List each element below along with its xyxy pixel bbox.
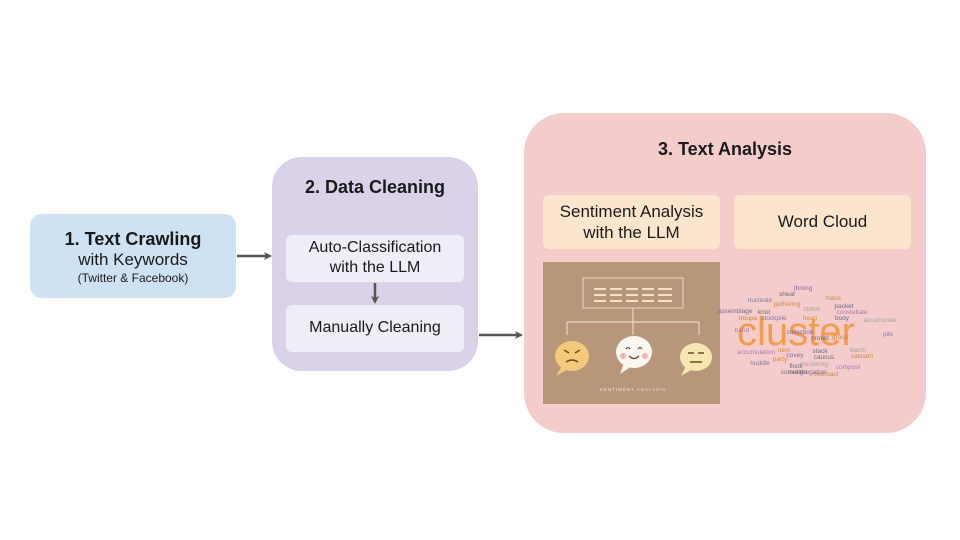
auto-classification-box: Auto-Classification with the LLM — [286, 235, 464, 282]
word-cloud-word: stack — [812, 348, 828, 355]
word-cloud-box: Word Cloud — [734, 195, 911, 249]
step1-subtitle: with Keywords — [78, 250, 188, 269]
word-cloud-word: caucus — [814, 354, 835, 361]
angry-face-icon — [555, 341, 589, 376]
neutral-face-icon — [680, 343, 712, 376]
word-cloud-word: batch — [850, 347, 866, 354]
step1-box: 1. Text Crawling with Keywords (Twitter … — [30, 214, 236, 298]
word-cloud-word: throng — [794, 285, 813, 292]
word-cloud-word: troupe — [739, 315, 758, 322]
word-cloud-word: gathering — [773, 301, 800, 308]
word-cloud-word: collection — [786, 329, 813, 336]
word-cloud-main-word: cluster — [737, 310, 855, 354]
sentiment-analysis-image: SENTIMENT ANALYSIS — [543, 262, 720, 404]
word-cloud-word: sheaf — [779, 291, 795, 298]
word-cloud-word: caisson — [851, 353, 873, 360]
sentiment-analysis-line2: with the LLM — [583, 223, 680, 242]
step3-title: 3. Text Analysis — [657, 139, 793, 159]
word-cloud-word: party — [773, 356, 788, 363]
word-cloud-word: flock — [789, 363, 803, 370]
word-cloud-word: nest — [778, 347, 790, 354]
word-cloud-word: cumulate — [781, 369, 808, 376]
step1-sources: (Twitter & Facebook) — [77, 271, 189, 285]
sentiment-analysis-line1: Sentiment Analysis — [559, 202, 704, 221]
word-cloud-word: clutch — [804, 306, 821, 313]
word-cloud-word: accumulation — [737, 349, 776, 356]
word-cloud-word: knot — [758, 309, 770, 316]
word-cloud-word: nucleate — [748, 297, 773, 304]
word-cloud-word: assemblage — [717, 308, 752, 315]
auto-classification-line2: with the LLM — [329, 259, 421, 276]
word-cloud-word: constellate — [836, 309, 867, 316]
word-cloud-word: overcast — [814, 371, 839, 378]
word-cloud-word: stockpile — [761, 315, 787, 322]
word-cloud-word: band — [735, 327, 750, 334]
word-cloud-label: Word Cloud — [777, 212, 868, 231]
word-cloud-word: accumulate — [863, 317, 897, 324]
word-cloud-word: covey — [787, 352, 805, 359]
word-cloud-word: mass — [825, 295, 841, 302]
word-cloud-word: compost — [836, 364, 861, 371]
manual-cleaning-label: Manually Cleaning — [309, 319, 441, 336]
sentiment-analysis-box: Sentiment Analysis with the LLM — [543, 195, 720, 249]
word-cloud-word: clustering — [800, 361, 828, 368]
word-cloud-word: heap — [803, 315, 818, 322]
word-cloud-word: crowd — [811, 335, 829, 342]
step1-title: 1. Text Crawling — [64, 229, 202, 249]
word-cloud-word: group — [832, 334, 849, 341]
sentiment-image-caption: SENTIMENT ANALYSIS — [600, 387, 667, 392]
word-cloud-word: huddle — [750, 360, 770, 367]
step2-box: 2. Data Cleaning Auto-Classification wit… — [272, 157, 478, 371]
manual-cleaning-box: Manually Cleaning — [286, 305, 464, 352]
word-cloud-word: body — [835, 315, 850, 322]
step2-title: 2. Data Cleaning — [304, 177, 446, 197]
word-cloud-word: packet — [834, 303, 853, 310]
happy-face-icon — [616, 336, 652, 374]
word-cloud-word: congregation — [789, 369, 827, 376]
word-cloud-word: pile — [883, 331, 894, 338]
auto-classification-line1: Auto-Classification — [308, 239, 442, 256]
